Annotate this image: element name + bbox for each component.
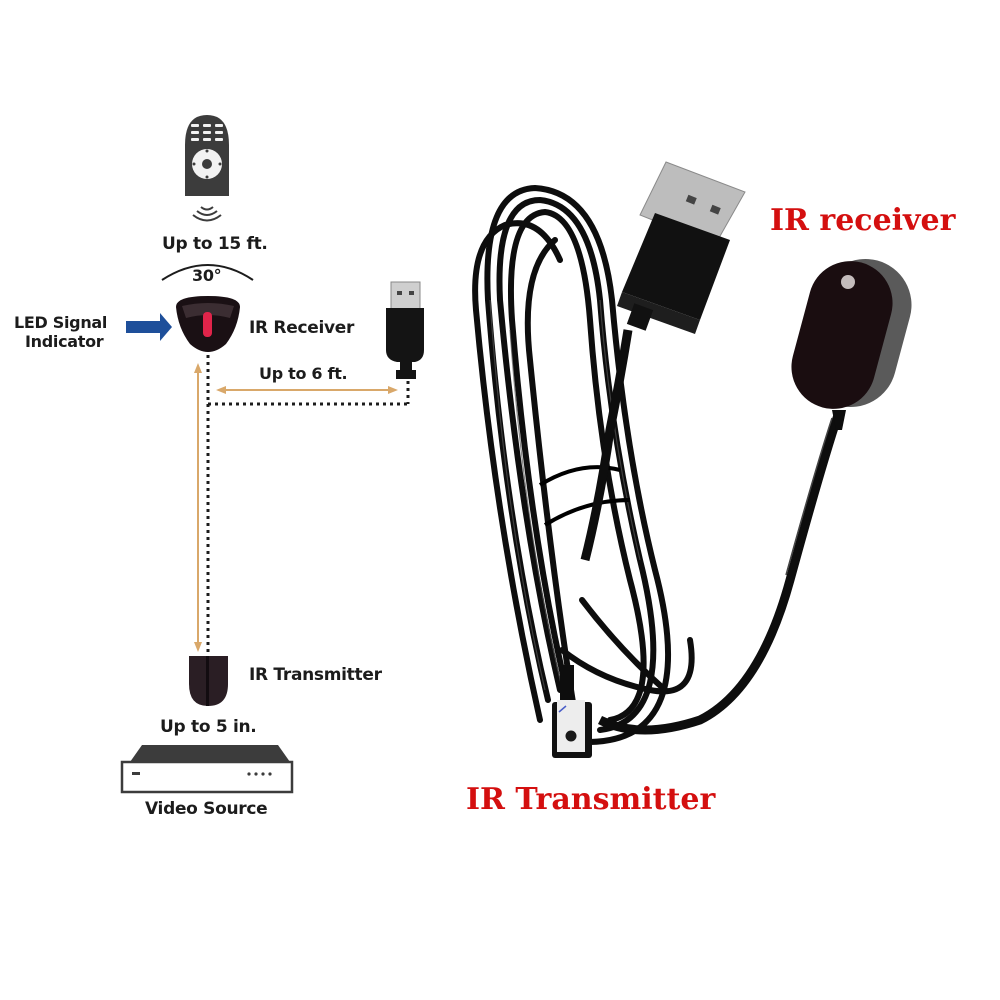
led-pointer-arrow-icon [126, 313, 172, 341]
remote-distance-label: Up to 15 ft. [162, 234, 268, 254]
video-source-label: Video Source [145, 799, 268, 819]
angle-arc [161, 264, 254, 281]
transmitter-distance-label: Up to 5 in. [160, 717, 257, 737]
video-source-icon [120, 745, 294, 794]
led-label-line2: Indicator [25, 332, 104, 351]
cable-dotted-lines [206, 355, 410, 652]
usb-distance-label: Up to 6 ft. [259, 364, 348, 383]
cable-tie [538, 465, 631, 527]
led-label-line1: LED Signal [14, 313, 108, 332]
measurement-lines [194, 363, 398, 652]
transmitter-name-label: IR Transmitter [249, 665, 382, 685]
ir-receiver-icon [176, 296, 240, 352]
usb-plug-icon [386, 281, 424, 379]
ir-receiver-eye [791, 258, 912, 430]
ir-transmitter-icon [189, 656, 228, 706]
ir-transmitter-caption: IR Transmitter [466, 782, 716, 817]
coiled-cable [472, 184, 695, 745]
remote-control-icon [185, 115, 229, 196]
receiver-name-label: IR Receiver [249, 318, 355, 338]
angle-label: 30° [192, 266, 222, 285]
usb-a-plug [617, 161, 746, 334]
ir-transmitter-head [552, 665, 592, 758]
ir-receiver-caption: IR receiver [770, 203, 956, 238]
ir-signal-waves-icon [192, 206, 222, 222]
